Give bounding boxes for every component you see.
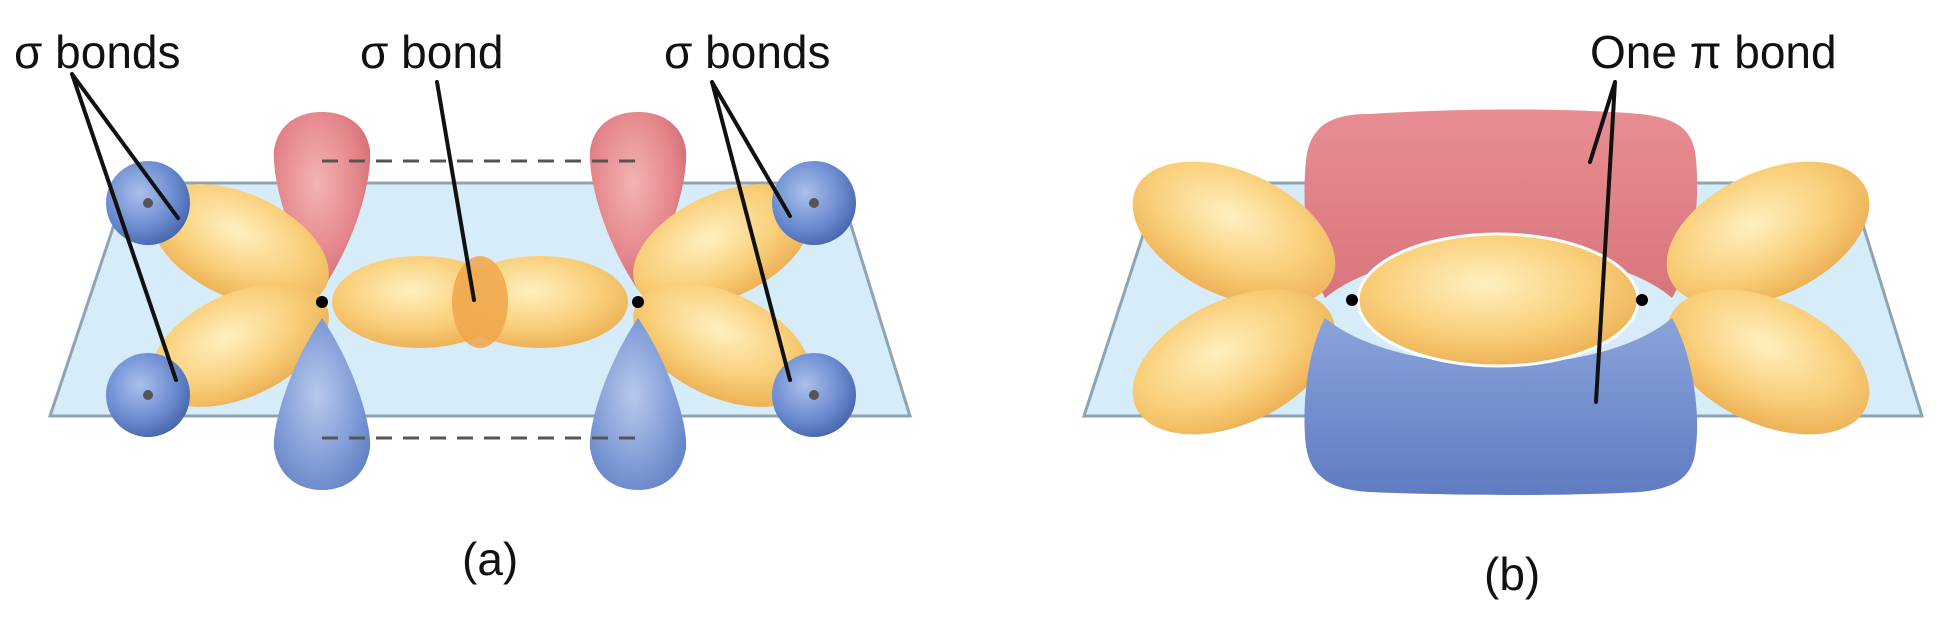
- sp2-lobe-left-upper: [151, 184, 329, 308]
- sp2-lobe-b-right-lower: [1666, 289, 1870, 435]
- hydrogen-nucleus: [809, 198, 819, 208]
- label-sigma-bonds-left: σ bonds: [14, 26, 181, 78]
- sigma-overlap-center: [452, 256, 508, 348]
- leader-line-sigma-bonds-left: [70, 72, 180, 382]
- panel-a: σ bonds σ bond σ bonds (a): [14, 26, 913, 585]
- carbon-nucleus-b-left: [1346, 294, 1358, 306]
- label-sigma-bonds-right: σ bonds: [664, 26, 831, 78]
- hydrogen-nucleus: [143, 390, 153, 400]
- caption-a: (a): [462, 533, 518, 585]
- leader-line-pi-bond: [1588, 80, 1617, 404]
- p-orbital-bottom-right: [589, 318, 687, 490]
- leader-line-sigma-bond-center: [435, 80, 476, 302]
- sp2-lobe-right-upper: [633, 184, 811, 308]
- leader-line-sigma-bonds-right: [710, 80, 792, 382]
- label-sigma-bond-center: σ bond: [360, 26, 504, 78]
- sp2-lobe-b-left-upper: [1132, 161, 1336, 307]
- caption-b: (b): [1484, 548, 1540, 600]
- label-pi-bond: One π bond: [1590, 26, 1837, 78]
- sp2-lobe-b-right-upper: [1666, 161, 1870, 307]
- sp2-lobe-b-left-lower: [1132, 289, 1336, 435]
- p-orbital-bottom-left: [273, 318, 371, 490]
- carbon-nucleus-right: [632, 296, 644, 308]
- sigma-bond-b-center: [1356, 232, 1640, 368]
- hydrogen-nucleus: [143, 198, 153, 208]
- sp2-lobe-right-lower: [633, 283, 811, 407]
- sp2-lobe-left-lower: [151, 283, 329, 407]
- carbon-nucleus-left: [316, 296, 328, 308]
- carbon-nucleus-b-right: [1636, 294, 1648, 306]
- panel-b: One π bond (b): [1081, 26, 1925, 600]
- hydrogen-nucleus: [809, 390, 819, 400]
